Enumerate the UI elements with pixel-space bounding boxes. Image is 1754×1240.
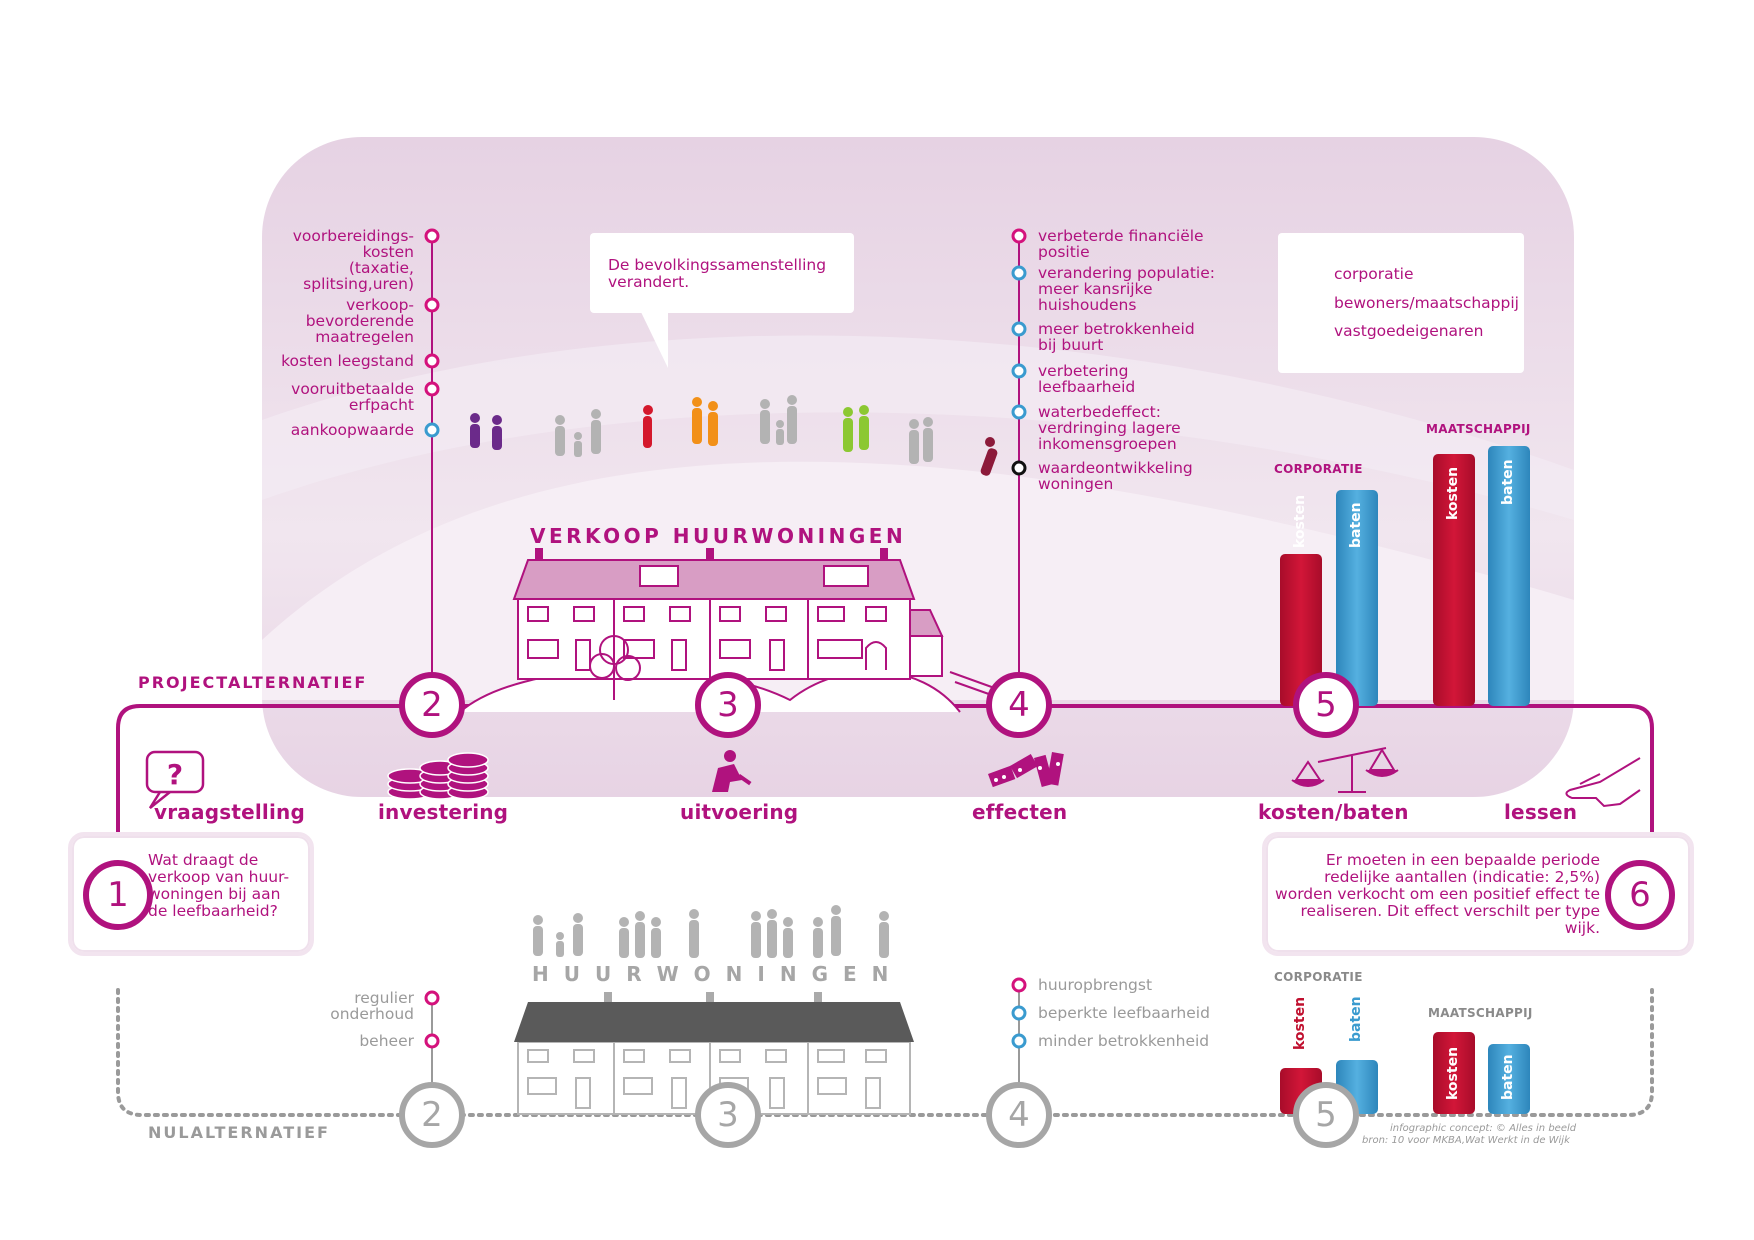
cost-item: voorbereidings- kosten (taxatie, splitsi… bbox=[292, 227, 414, 293]
cost-item: aankoopwaarde bbox=[290, 421, 414, 439]
legend-box bbox=[1278, 233, 1524, 373]
bar-label-kosten-null: kosten bbox=[1292, 996, 1308, 1050]
null-effect-item: huuropbrengst bbox=[1038, 976, 1153, 994]
step-circles-project bbox=[399, 672, 1359, 738]
step-number-null: 3 bbox=[717, 1095, 739, 1135]
credit-source: bron: 10 voor MKBA,Wat Werkt in de Wijk bbox=[1362, 1135, 1570, 1146]
dominoes-icon bbox=[987, 751, 1064, 788]
speech-bubble bbox=[590, 233, 854, 313]
step-6-circle bbox=[1605, 860, 1675, 930]
bar-label-baten-null: baten bbox=[1500, 1054, 1516, 1100]
lesson-box bbox=[1262, 832, 1694, 956]
effect-item: verbetering leefbaarheid bbox=[1038, 362, 1136, 396]
effect-item: verbeterde financiële positie bbox=[1038, 227, 1204, 261]
bar-header-maatschappij-null: MAATSCHAPPIJ bbox=[1428, 1006, 1533, 1020]
speech-text: De bevolkingssamenstelling verandert. bbox=[608, 256, 827, 291]
bar-label-baten: baten bbox=[1348, 502, 1364, 548]
null-cost-item: beheer bbox=[359, 1032, 414, 1050]
svg-text:?: ? bbox=[167, 758, 183, 791]
null-effect-item: beperkte leefbaarheid bbox=[1038, 1004, 1210, 1022]
bar-label-kosten: kosten bbox=[1445, 466, 1461, 520]
effect-item: waardeontwikkeling woningen bbox=[1038, 459, 1193, 493]
worker-icon bbox=[712, 750, 752, 792]
step-number-null: 4 bbox=[1008, 1095, 1030, 1135]
step-label-uitvoering: uitvoering bbox=[680, 800, 799, 824]
effect-item: verandering populatie: meer kansrijke hu… bbox=[1038, 264, 1215, 314]
people-null bbox=[533, 905, 889, 958]
coins-icon bbox=[387, 752, 489, 800]
null-title: HUURWONINGEN bbox=[532, 962, 904, 986]
pointing-hand-icon bbox=[1565, 757, 1641, 808]
cost-item: vooruitbetaalde erfpacht bbox=[291, 380, 414, 414]
step-1-circle bbox=[83, 860, 153, 930]
step-number-null: 2 bbox=[421, 1095, 443, 1135]
step-label-vraagstelling: vraagstelling bbox=[154, 800, 305, 824]
bar-label-baten-null: baten bbox=[1348, 996, 1364, 1042]
bar-header-maatschappij: MAATSCHAPPIJ bbox=[1426, 422, 1531, 436]
step-number: 3 bbox=[717, 685, 739, 725]
bar-chart-project bbox=[1280, 446, 1530, 706]
step-number: 6 bbox=[1629, 875, 1651, 915]
bar-corporatie-kosten bbox=[1280, 554, 1322, 706]
null-effect-item: minder betrokkenheid bbox=[1038, 1032, 1210, 1050]
step-label-effecten: effecten bbox=[972, 800, 1068, 824]
effect-item: meer betrokkenheid bij buurt bbox=[1038, 320, 1195, 354]
houses-project bbox=[459, 548, 1001, 713]
step-circles-null bbox=[399, 1082, 1359, 1148]
step-number: 1 bbox=[107, 875, 129, 915]
step-number: 5 bbox=[1315, 685, 1337, 725]
bar-label-kosten-null: kosten bbox=[1445, 1046, 1461, 1100]
step-label-kosten-baten: kosten/baten bbox=[1258, 800, 1409, 824]
legend-vastgoed: vastgoedeigenaren bbox=[1334, 322, 1484, 340]
section-null: NULALTERNATIEF bbox=[148, 1123, 330, 1142]
bar-maatschappij-kosten bbox=[1433, 454, 1475, 706]
effect-item: waterbedeffect: verdringing lagere inkom… bbox=[1038, 403, 1181, 453]
project-title: VERKOOP HUURWONINGEN bbox=[530, 524, 907, 548]
legend-corporatie: corporatie bbox=[1334, 265, 1414, 283]
step-number: 2 bbox=[421, 685, 443, 725]
lesson-text: Er moeten in een bepaalde periode redeli… bbox=[1275, 851, 1600, 937]
step-number: 4 bbox=[1008, 685, 1030, 725]
step-label-lessen: lessen bbox=[1504, 800, 1578, 824]
cost-item: verkoop- bevorderende maatregelen bbox=[305, 296, 414, 346]
bar-corporatie-baten bbox=[1336, 490, 1378, 706]
step-label-investering: investering bbox=[378, 800, 509, 824]
question-text: Wat draagt de verkoop van huur-woningen … bbox=[148, 851, 290, 920]
bar-maatschappij-baten bbox=[1488, 446, 1530, 706]
scales-icon bbox=[1291, 747, 1399, 793]
cost-item: kosten leegstand bbox=[281, 352, 414, 370]
bar-header-corporatie: CORPORATIE bbox=[1274, 462, 1363, 476]
bar-header-corporatie-null: CORPORATIE bbox=[1274, 970, 1363, 984]
bar-label-baten: baten bbox=[1500, 459, 1516, 505]
null-cost-item: regulier onderhoud bbox=[330, 989, 414, 1023]
people-project bbox=[470, 395, 998, 476]
credit-concept: infographic concept: © Alles in beeld bbox=[1390, 1123, 1577, 1134]
question-icon bbox=[145, 750, 205, 809]
step-number-null: 5 bbox=[1315, 1095, 1337, 1135]
legend-bewoners: bewoners/maatschappij bbox=[1334, 294, 1519, 312]
section-project: PROJECTALTERNATIEF bbox=[138, 673, 368, 692]
bar-label-kosten: kosten bbox=[1292, 494, 1308, 548]
